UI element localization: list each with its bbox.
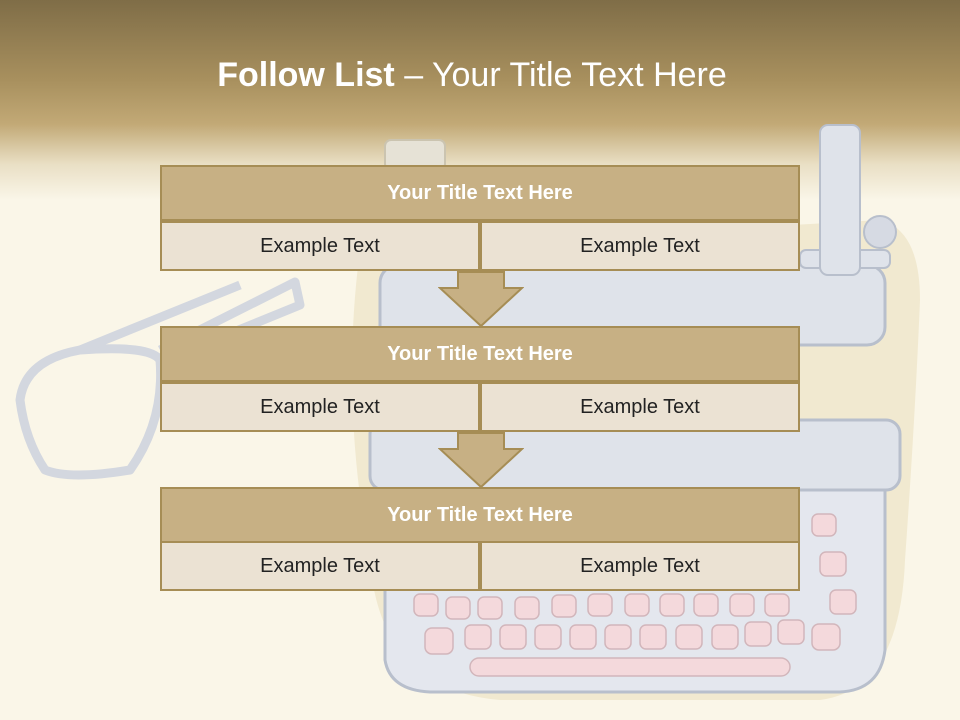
slide-title: Follow List – Your Title Text Here: [0, 56, 944, 95]
title-rest: – Your Title Text Here: [394, 56, 727, 94]
step-2-title: Your Title Text Here: [160, 326, 800, 382]
step-3-left-cell: Example Text: [160, 541, 480, 591]
down-arrow-1-icon: [438, 271, 524, 328]
step-3-right-cell: Example Text: [480, 541, 800, 591]
step-1-title: Your Title Text Here: [160, 165, 800, 221]
down-arrow-2-icon: [438, 432, 524, 489]
step-2-right-cell: Example Text: [480, 382, 800, 432]
step-3-title: Your Title Text Here: [160, 487, 800, 543]
step-1-left-cell: Example Text: [160, 221, 480, 271]
step-1-right-cell: Example Text: [480, 221, 800, 271]
step-2-left-cell: Example Text: [160, 382, 480, 432]
title-bold: Follow List: [217, 56, 395, 94]
